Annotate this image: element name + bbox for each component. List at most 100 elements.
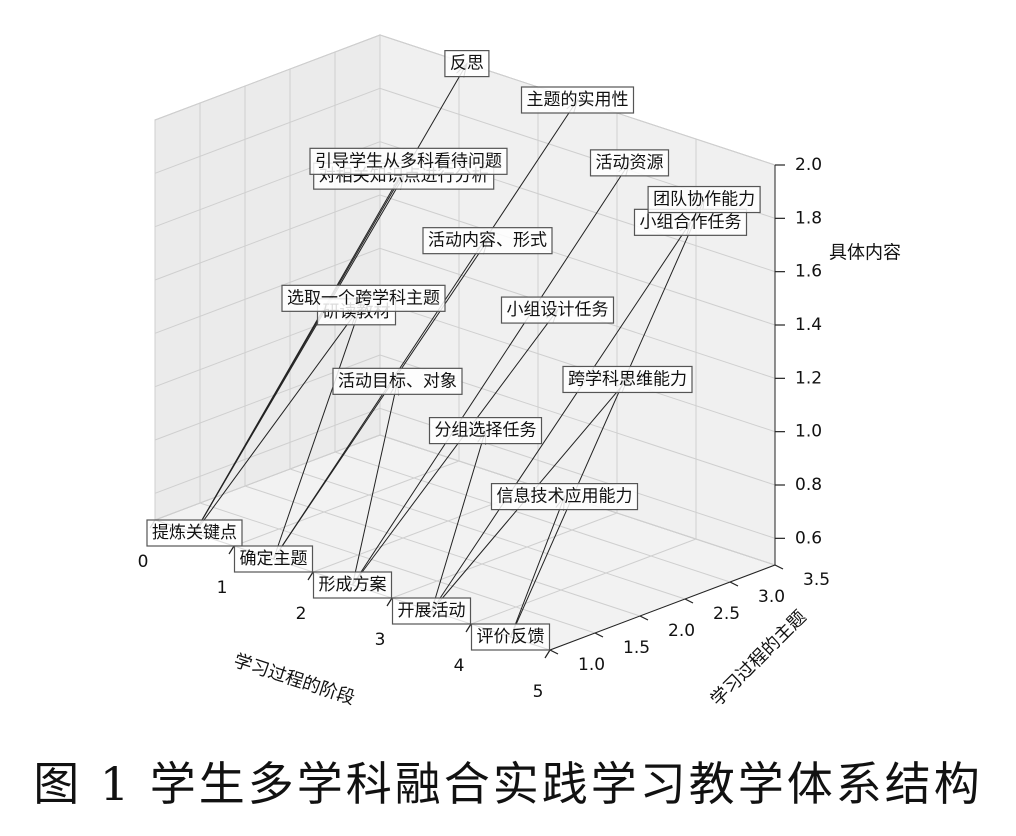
content-node: 信息技术应用能力 (490, 483, 639, 511)
content-node-box (562, 365, 693, 394)
content-node: 反思 (444, 49, 490, 78)
edge-line (352, 162, 630, 586)
content-node-box (647, 185, 761, 214)
z-tick-label: 2.0 (795, 155, 822, 175)
x-tick-mark (544, 649, 551, 659)
content-node: 团队协作能力 (647, 185, 761, 214)
edge-line (352, 309, 558, 586)
content-node: 选取一个跨学科主题 (281, 284, 446, 312)
content-node-box (281, 284, 446, 312)
content-node: 引导学生从多科看待问题 (309, 147, 508, 175)
grid-line-z (154, 247, 381, 334)
x-axis-label: 学习过程的阶段 (231, 650, 357, 709)
x-tick-label: 1 (217, 578, 228, 598)
content-node: 活动资源 (589, 149, 670, 177)
x-tick-mark (465, 623, 472, 633)
content-node-text: 活动资源 (596, 153, 664, 173)
content-node-text: 选取一个跨学科主题 (287, 288, 440, 308)
edge-line (273, 99, 578, 560)
y-tick-mark (684, 598, 694, 604)
content-node-box (422, 227, 553, 255)
stage-node: 形成方案 (312, 571, 393, 599)
chart-axes: 0123451.01.52.02.53.03.50.60.81.01.21.41… (138, 155, 830, 702)
y-tick-label: 2.0 (668, 621, 695, 641)
stage-node-text: 提炼关键点 (152, 523, 237, 543)
edge-line (431, 430, 486, 612)
y-tick-label: 3.0 (758, 587, 785, 607)
edge-line (510, 199, 705, 638)
grid-line-y (244, 485, 641, 617)
content-node: 分组选择任务 (428, 417, 543, 445)
content-node-box (490, 483, 639, 511)
z-tick-label: 1.2 (795, 368, 822, 388)
y-tick-label: 3.5 (803, 570, 830, 590)
stage-node-box (391, 597, 472, 625)
content-node-text: 小组设计任务 (507, 300, 609, 320)
y-tick-label: 1.0 (578, 655, 605, 675)
stage-node-text: 评价反馈 (477, 627, 545, 647)
y-axis-line (549, 564, 776, 651)
content-node-text: 引导学生从多科看待问题 (315, 151, 502, 171)
content-node: 活动目标、对象 (332, 367, 463, 395)
edge-line (273, 298, 364, 560)
grid-line-y (289, 468, 686, 600)
z-axis-label: 具体内容 (829, 242, 901, 263)
x-tick-label: 0 (138, 552, 149, 572)
y-tick-mark (594, 632, 604, 638)
grid-line-x (233, 460, 460, 547)
y-tick-mark (639, 615, 649, 621)
grid-line-x (154, 434, 381, 521)
content-node-text: 跨学科思维能力 (568, 369, 687, 389)
grid-line-z (154, 87, 381, 174)
grid-line-z (154, 194, 381, 281)
x-tick-mark (386, 597, 393, 607)
stage-node: 评价反馈 (470, 623, 551, 651)
content-node-text: 活动内容、形式 (428, 231, 547, 251)
grid-line-y (199, 502, 596, 634)
content-node-box (309, 147, 508, 175)
grid-line-y (334, 451, 731, 583)
x-tick-mark (307, 571, 314, 581)
z-tick-label: 1.4 (795, 315, 822, 335)
z-tick-label: 1.8 (795, 208, 822, 228)
content-node-text: 反思 (450, 54, 484, 74)
edge-line (352, 381, 398, 586)
content-node: 主题的实用性 (520, 86, 635, 114)
grid-line-z (379, 194, 776, 326)
content-node-text: 活动目标、对象 (338, 371, 457, 391)
content-node-text: 团队协作能力 (653, 190, 755, 210)
content-node-box (500, 296, 615, 324)
y-tick-mark (729, 581, 739, 587)
x-tick-label: 2 (296, 604, 307, 624)
stage-node-box (470, 623, 551, 651)
content-node: 活动内容、形式 (422, 227, 553, 255)
edge-line (431, 222, 691, 612)
y-tick-mark (774, 564, 784, 570)
grid-line-x (470, 538, 697, 625)
chart-nodes: 提炼关键点确定主题形成方案开展活动评价反馈研读教材对相关知识点进行分析选取一个跨… (146, 49, 761, 651)
edge-line (194, 311, 357, 534)
stage-node-box (312, 571, 393, 599)
z-tick-label: 1.0 (795, 422, 822, 442)
y-tick-label: 2.5 (713, 604, 740, 624)
content-node-text: 信息技术应用能力 (497, 487, 633, 507)
x-tick-label: 5 (533, 682, 544, 702)
content-node-box (332, 367, 463, 395)
z-tick-label: 1.6 (795, 262, 822, 282)
content-node-box (589, 149, 670, 177)
x-tick-label: 4 (454, 656, 465, 676)
stage-node-text: 确定主题 (240, 549, 308, 569)
content-node-text: 分组选择任务 (435, 421, 537, 441)
y-tick-mark (549, 649, 559, 655)
z-tick-label: 0.8 (795, 475, 822, 495)
content-node-box (428, 417, 543, 445)
content-node-text: 小组合作任务 (640, 212, 742, 232)
stage-node: 提炼关键点 (146, 519, 243, 547)
stage-node-box (146, 519, 243, 547)
stage-node-text: 开展活动 (398, 601, 466, 621)
chart-3d-network: 0123451.01.52.02.53.03.50.60.81.01.21.41… (138, 34, 901, 711)
content-node: 小组设计任务 (500, 296, 615, 324)
z-tick-label: 0.6 (795, 528, 822, 548)
stage-node-box (233, 545, 314, 573)
stage-node: 开展活动 (391, 597, 472, 625)
